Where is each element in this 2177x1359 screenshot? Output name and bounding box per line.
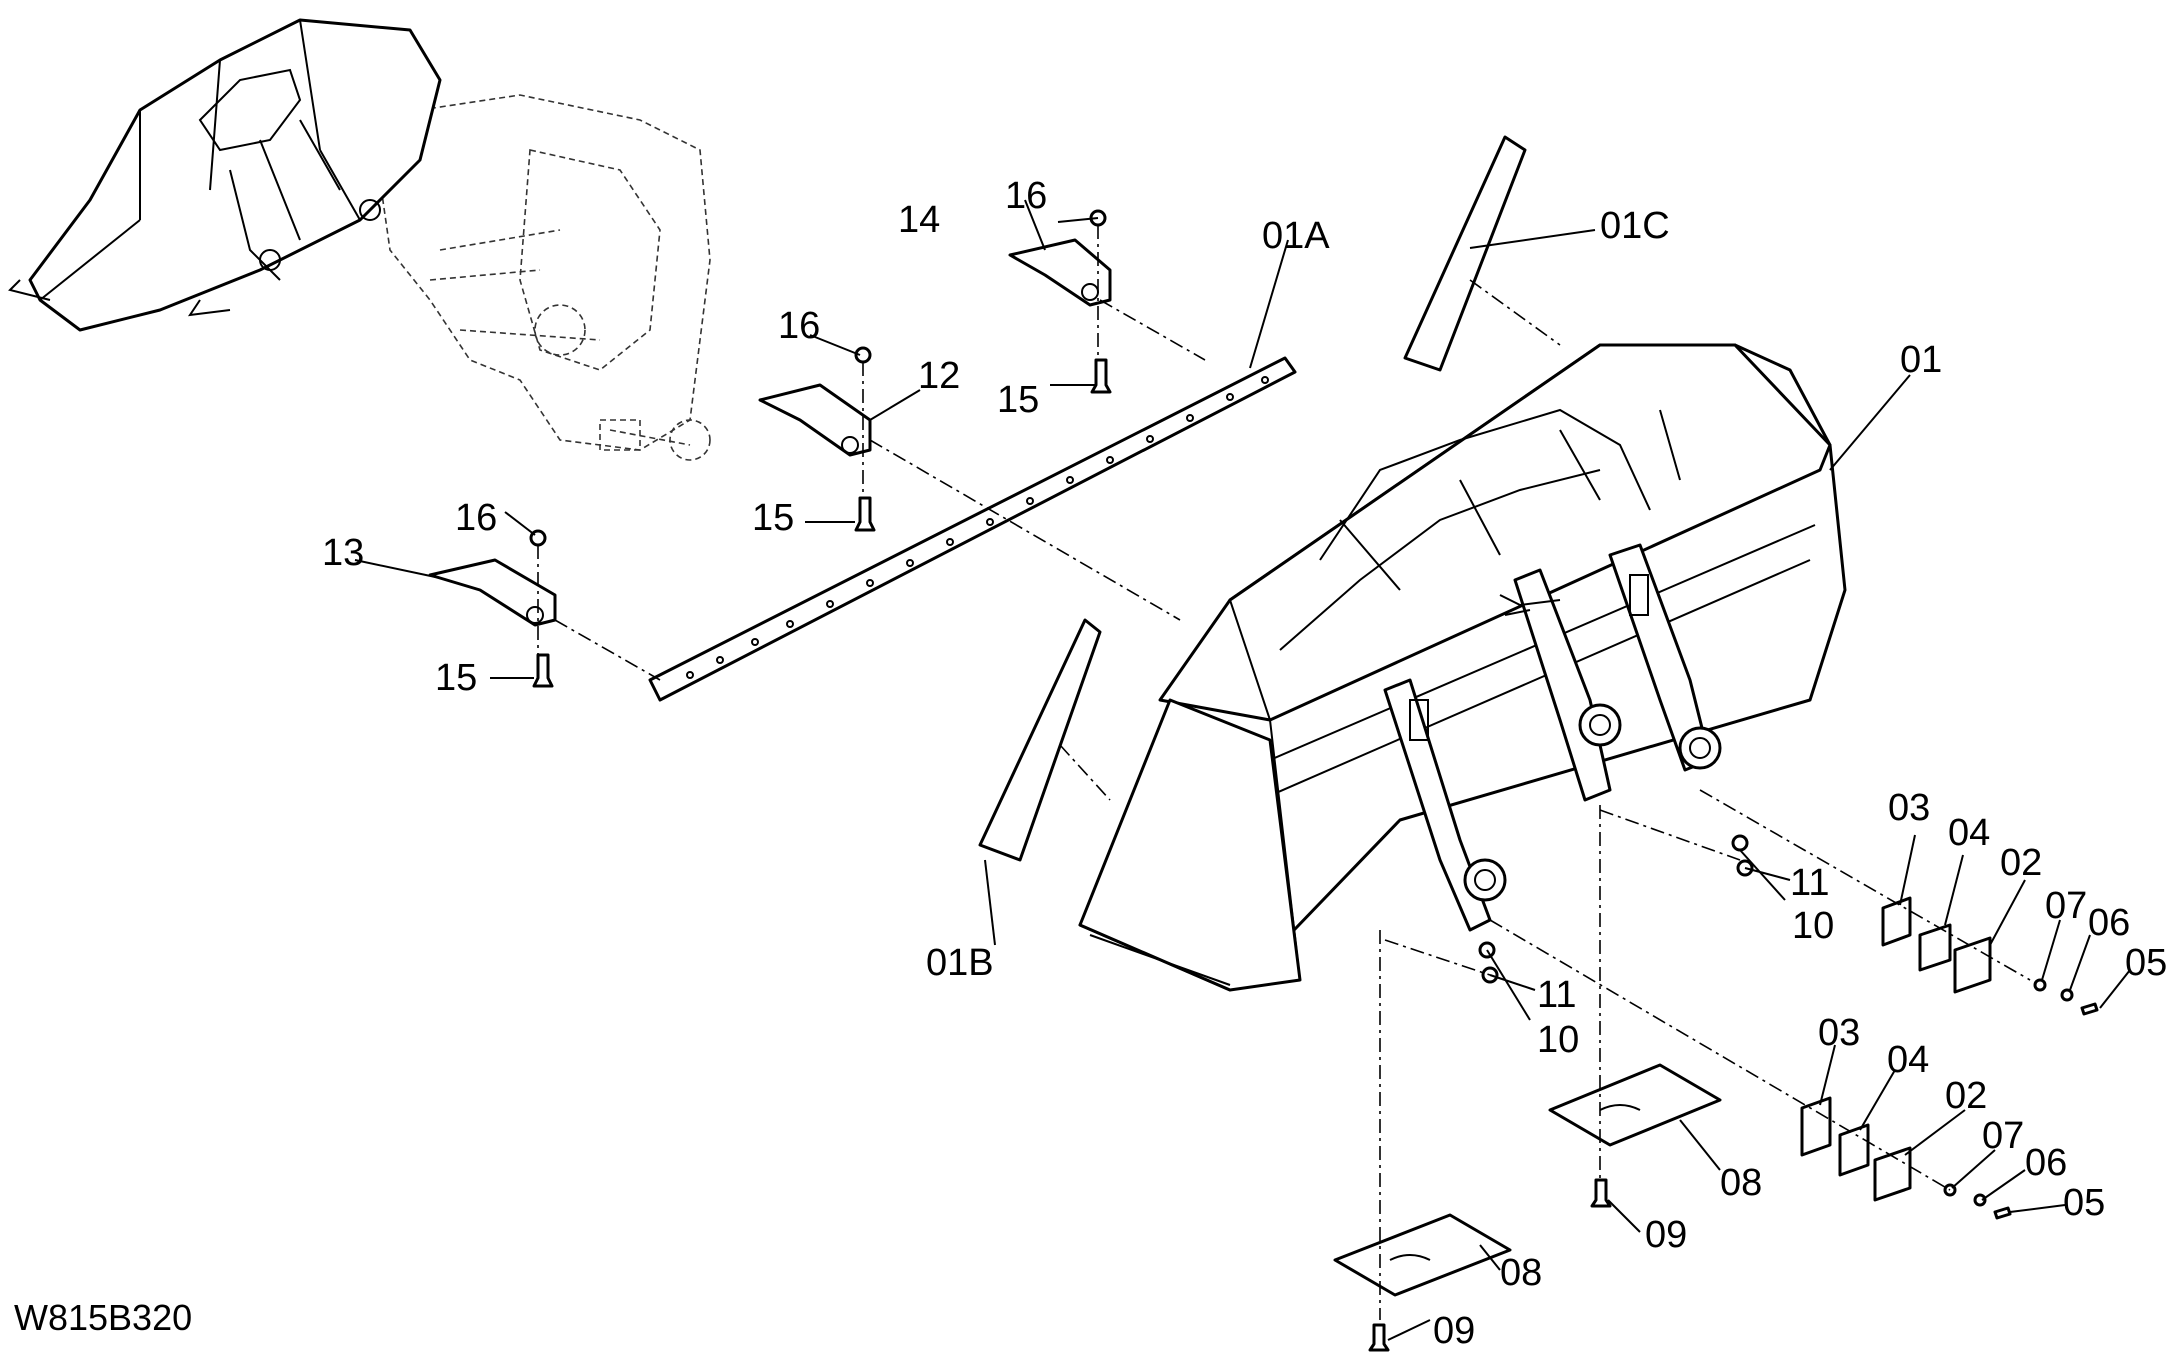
label-01: 01: [1900, 339, 1942, 381]
label-15-low: 15: [435, 657, 477, 699]
label-08-lower: 08: [1500, 1252, 1542, 1294]
leader-lines: [354, 199, 2131, 1341]
label-13: 13: [322, 532, 364, 574]
label-05-upper: 05: [2125, 942, 2167, 984]
tooth-adapter-12: [758, 383, 872, 457]
label-16-mid: 16: [778, 305, 820, 347]
stopper-plate-08: [1333, 1063, 1722, 1297]
label-14: 14: [898, 199, 940, 241]
side-cutter-01C: [1403, 135, 1527, 372]
label-08-upper: 08: [1720, 1162, 1762, 1204]
label-02-upper: 02: [2000, 842, 2042, 884]
label-06-lower: 06: [2025, 1142, 2067, 1184]
tooth-adapter-13: [428, 558, 557, 627]
cutting-edge-01A: [648, 356, 1297, 702]
bolt-09: [1368, 1178, 1612, 1352]
side-cutter-01B: [978, 618, 1102, 862]
label-07-upper: 07: [2045, 885, 2087, 927]
label-02-lower: 02: [1945, 1075, 1987, 1117]
label-09-lower: 09: [1433, 1310, 1475, 1352]
label-01C: 01C: [1600, 205, 1670, 247]
tooth-adapter-14: [1008, 238, 1112, 307]
callout-labels: 16 14 01A 01C 16 12 15 01 15 16 13 15 01…: [322, 175, 2167, 1352]
washer-nut-10-11: [1478, 834, 1754, 984]
label-07-lower: 07: [1982, 1115, 2024, 1157]
label-12: 12: [918, 355, 960, 397]
label-01B: 01B: [926, 942, 994, 984]
shim-plates-03-04-02-lower: [1800, 1096, 2012, 1220]
cutting-edge-bolt-holes: [686, 376, 1269, 679]
label-11-lower: 11: [1537, 974, 1576, 1016]
drawing-code: W815B320: [14, 1297, 192, 1338]
assembly-lines: [537, 225, 2031, 1320]
label-06-upper: 06: [2088, 902, 2130, 944]
label-10-upper: 10: [1792, 905, 1834, 947]
label-16-top: 16: [1005, 175, 1047, 217]
label-04-upper: 04: [1948, 812, 1990, 854]
label-15-top: 15: [997, 379, 1039, 421]
bucket-body: [1078, 343, 1847, 992]
label-01A: 01A: [1262, 215, 1330, 257]
label-11-upper: 11: [1790, 862, 1829, 904]
label-03-lower: 03: [1818, 1012, 1860, 1054]
label-09-upper: 09: [1645, 1214, 1687, 1256]
label-15-mid: 15: [752, 497, 794, 539]
loader-context-thumbnail: [8, 18, 711, 461]
label-03-upper: 03: [1888, 787, 1930, 829]
label-05-lower: 05: [2063, 1182, 2105, 1224]
label-16-low: 16: [455, 497, 497, 539]
label-10-lower: 10: [1537, 1019, 1579, 1061]
label-04-lower: 04: [1887, 1039, 1929, 1081]
